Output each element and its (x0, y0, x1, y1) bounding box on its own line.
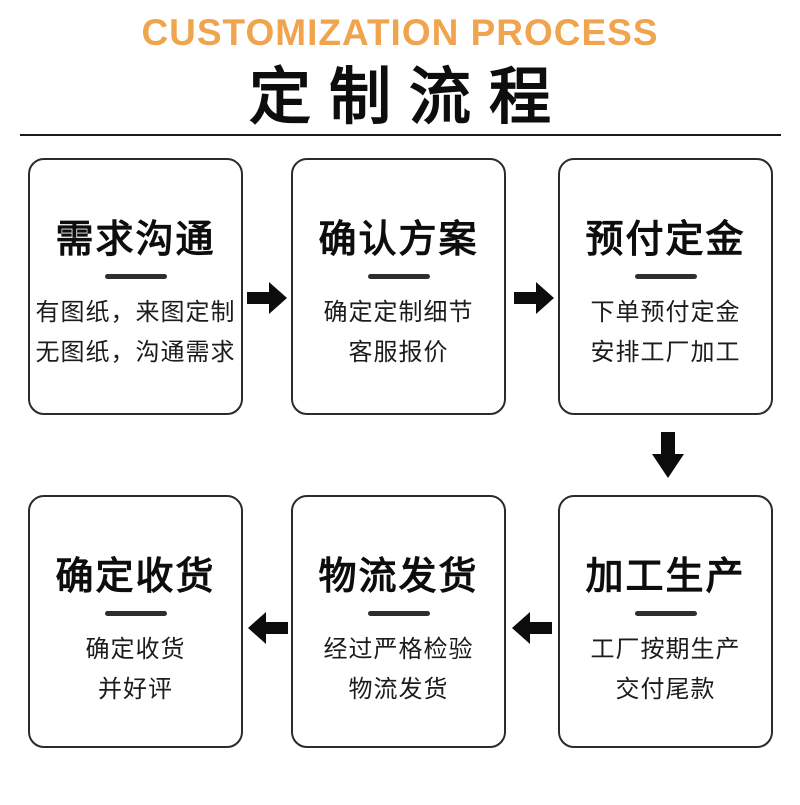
title-underline (367, 274, 430, 279)
step-detail-line: 安排工厂加工 (590, 339, 741, 366)
arrow-right-icon (514, 280, 554, 316)
step-box-deposit: 预付定金 下单预付定金 安排工厂加工 (558, 158, 773, 415)
step-detail-line: 并好评 (98, 676, 173, 703)
step-box-production: 加工生产 工厂按期生产 交付尾款 (558, 495, 773, 748)
step-box-confirm-plan: 确认方案 确定定制细节 客服报价 (291, 158, 506, 415)
step-detail-line: 下单预付定金 (590, 299, 741, 326)
step-detail-line: 无图纸，沟通需求 (35, 339, 236, 366)
step-title: 物流发货 (318, 556, 479, 598)
step-title: 加工生产 (585, 556, 746, 598)
step-box-receipt: 确定收货 确定收货 并好评 (28, 495, 243, 748)
step-title: 确定收货 (55, 556, 216, 598)
step-title: 预付定金 (585, 219, 746, 261)
header-divider (20, 134, 781, 136)
step-detail-line: 有图纸，来图定制 (35, 299, 236, 326)
arrow-left-icon (512, 610, 552, 646)
step-box-requirement: 需求沟通 有图纸，来图定制 无图纸，沟通需求 (28, 158, 243, 415)
step-title: 确认方案 (318, 219, 479, 261)
step-detail-line: 交付尾款 (615, 676, 716, 703)
step-detail-line: 经过严格检验 (323, 636, 474, 663)
step-box-shipping: 物流发货 经过严格检验 物流发货 (291, 495, 506, 748)
arrow-left-icon (248, 610, 288, 646)
process-title-en: CUSTOMIZATION PROCESS (141, 12, 659, 53)
process-title-zh: 定制流程 (248, 64, 569, 132)
step-detail-line: 确定定制细节 (323, 299, 474, 326)
arrow-down-icon (650, 432, 686, 478)
title-underline (104, 611, 167, 616)
step-detail-line: 物流发货 (348, 676, 449, 703)
title-underline (367, 611, 430, 616)
title-underline (104, 274, 167, 279)
title-underline (634, 274, 697, 279)
step-detail-line: 客服报价 (348, 339, 449, 366)
step-detail-line: 确定收货 (85, 636, 186, 663)
title-underline (634, 611, 697, 616)
step-detail-line: 工厂按期生产 (590, 636, 741, 663)
arrow-right-icon (247, 280, 287, 316)
step-title: 需求沟通 (55, 219, 216, 261)
